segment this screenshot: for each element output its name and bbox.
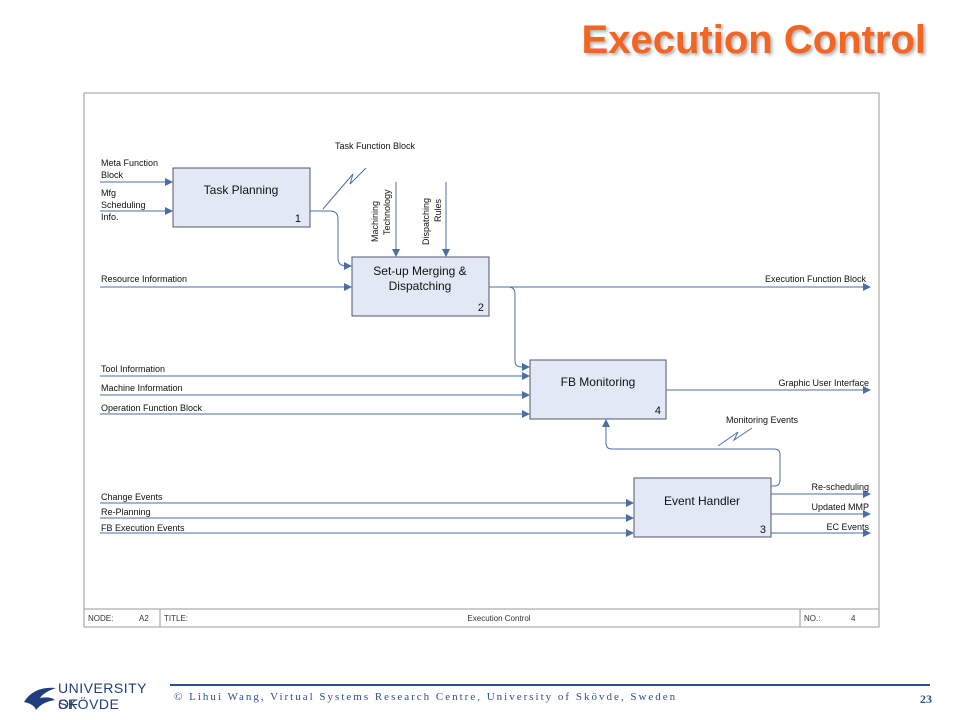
label-meta-fb-1: Meta Function xyxy=(101,158,158,168)
box-fb-monitoring: FB Monitoring 4 xyxy=(529,359,667,420)
box-setup-label-line1: Set-up Merging & xyxy=(373,264,466,278)
box-task-planning: Task Planning 1 xyxy=(172,167,311,228)
label-machining-1: Machining xyxy=(370,201,380,242)
logo-bird-icon xyxy=(24,687,56,710)
box-event-handler-label: Event Handler xyxy=(664,494,740,508)
label-rescheduling: Re-scheduling xyxy=(811,482,869,492)
box-setup-label-line2: Dispatching xyxy=(389,279,452,293)
node-value: A2 xyxy=(139,614,149,623)
label-execution-fb: Execution Function Block xyxy=(765,274,867,284)
label-tool: Tool Information xyxy=(101,364,165,374)
label-mfg-3: Info. xyxy=(101,212,119,222)
label-replanning: Re-Planning xyxy=(101,507,151,517)
label-dispatching-2: Rules xyxy=(433,198,443,222)
box-task-planning-label: Task Planning xyxy=(204,183,279,197)
footer-copyright: © Lihui Wang, Virtual Systems Research C… xyxy=(174,691,678,703)
label-task-fb: Task Function Block xyxy=(335,141,416,151)
box-task-planning-num: 1 xyxy=(295,213,301,225)
label-fb-exec-events: FB Execution Events xyxy=(101,523,185,533)
label-machining-2: Technology xyxy=(382,189,392,235)
label-gui: Graphic User Interface xyxy=(778,378,869,388)
label-meta-fb-2: Block xyxy=(101,170,124,180)
node-bar: NODE: A2 TITLE: Execution Control NO.: 4 xyxy=(84,608,879,627)
box-fb-monitoring-label: FB Monitoring xyxy=(561,375,636,389)
arrow-task-fb xyxy=(310,210,352,270)
page-number: 23 xyxy=(920,692,932,706)
title-label: TITLE: xyxy=(164,614,188,623)
label-resource: Resource Information xyxy=(101,274,187,284)
box-event-handler-num: 3 xyxy=(760,524,766,536)
label-mfg-1: Mfg xyxy=(101,188,116,198)
university-logo: UNIVERSITY OF SKÖVDE xyxy=(22,680,167,716)
monitoring-events-squiggle xyxy=(717,427,753,447)
no-label: NO.: xyxy=(804,614,820,623)
label-mfg-2: Scheduling xyxy=(101,200,146,210)
logo-text-line1: UNIVERSITY OF xyxy=(58,680,147,712)
box-event-handler: Event Handler 3 xyxy=(633,477,772,538)
arrow-setup-to-monitoring xyxy=(489,286,530,371)
slide-title: Execution Control xyxy=(581,18,926,62)
box-setup: Set-up Merging & Dispatching 2 xyxy=(351,256,490,317)
label-change-events: Change Events xyxy=(101,492,163,502)
label-machine: Machine Information xyxy=(101,383,183,393)
task-fb-squiggle xyxy=(322,167,367,210)
no-value: 4 xyxy=(851,614,856,623)
label-operation-fb: Operation Function Block xyxy=(101,403,203,413)
title-value: Execution Control xyxy=(467,614,530,623)
arrow-monitoring-events xyxy=(602,419,781,487)
label-dispatching-1: Dispatching xyxy=(421,198,431,245)
label-monitoring-events: Monitoring Events xyxy=(726,415,799,425)
node-label: NODE: xyxy=(88,614,113,623)
box-setup-num: 2 xyxy=(478,302,484,314)
label-ec-events: EC Events xyxy=(826,522,869,532)
arrows xyxy=(100,167,871,537)
footer-divider xyxy=(170,684,930,686)
label-updated-mmp: Updated MMP xyxy=(811,502,869,512)
logo-text-line2: SKÖVDE xyxy=(58,696,120,712)
box-fb-monitoring-num: 4 xyxy=(655,405,661,417)
